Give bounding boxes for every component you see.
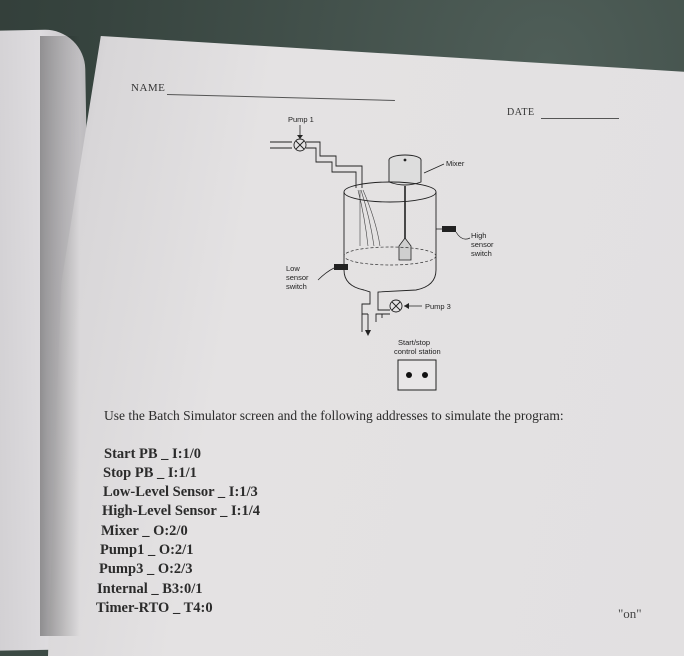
mixer-motor-body: [388, 160, 422, 186]
mixer-pointer: [423, 163, 445, 174]
pump1-valve-cross: [295, 140, 305, 150]
address-item: Timer-RTO _ T4:0: [96, 600, 213, 616]
start-button-icon: [406, 372, 412, 378]
pump1-inlet-pipe: [270, 141, 292, 149]
drain-pipe: [361, 314, 369, 332]
pump1-label: Pump 1: [288, 115, 314, 124]
book-page: [48, 36, 684, 656]
pump3-drain-pipe: [375, 313, 390, 322]
low-sensor-switch-icon: [334, 264, 348, 270]
pump1-feed-pipe: [306, 141, 363, 188]
drain-arrow-icon: [365, 330, 371, 336]
address-item: High-Level Sensor _ I:1/4: [102, 503, 261, 519]
tank-wall: [343, 192, 437, 298]
mixer-label: Mixer: [446, 159, 465, 168]
liquid-flow-lines: [357, 189, 381, 247]
mixer-motor-center: [403, 158, 407, 162]
address-item: Stop PB _ I:1/1: [103, 465, 197, 481]
address-item: Pump3 _ O:2/3: [99, 561, 193, 577]
address-item: Low-Level Sensor _ I:1/3: [103, 484, 258, 500]
batch-process-diagram: Pump 1 Mixer High sensor switch: [270, 115, 494, 391]
address-item: Start PB _ I:1/0: [104, 446, 202, 462]
control-station-box: [397, 359, 437, 391]
high-sensor-pointer: [455, 231, 471, 240]
high-sensor-switch-icon: [442, 226, 456, 232]
address-item: Pump1 _ O:2/1: [100, 542, 194, 558]
tank-outlet-pipe: [361, 298, 390, 315]
page-content: NAME DATE Pump 1 Mixer High: [96, 82, 642, 621]
station-label-2: control station: [394, 347, 441, 356]
low-sensor-label-3: switch: [286, 282, 307, 291]
date-field-line: [541, 118, 619, 119]
high-sensor-label-2: sensor: [471, 240, 494, 249]
pump3-valve-cross: [391, 301, 401, 311]
name-label: NAME: [131, 82, 166, 94]
pump3-label: Pump 3: [425, 302, 451, 311]
low-sensor-pointer: [317, 267, 335, 281]
low-sensor-label-1: Low: [286, 264, 300, 273]
book-spine-shadow: [40, 36, 80, 636]
low-sensor-label-2: sensor: [286, 273, 309, 282]
liquid-level-line: [343, 246, 437, 266]
cut-off-text: "on": [618, 606, 642, 621]
mixer-blade: [398, 237, 412, 261]
high-sensor-label-1: High: [471, 231, 486, 240]
address-item: Internal _ B3:0/1: [97, 581, 203, 597]
instruction-text: Use the Batch Simulator screen and the f…: [104, 408, 564, 423]
pump3-arrowhead: [404, 303, 409, 309]
address-item: Mixer _ O:2/0: [101, 523, 188, 539]
tank-rim: [343, 181, 437, 203]
date-label: DATE: [507, 107, 535, 118]
name-field-line: [166, 94, 395, 101]
stop-button-icon: [422, 372, 428, 378]
station-label-1: Start/stop: [398, 338, 430, 347]
high-sensor-label-3: switch: [471, 249, 492, 258]
pump1-arrowhead: [297, 135, 303, 139]
